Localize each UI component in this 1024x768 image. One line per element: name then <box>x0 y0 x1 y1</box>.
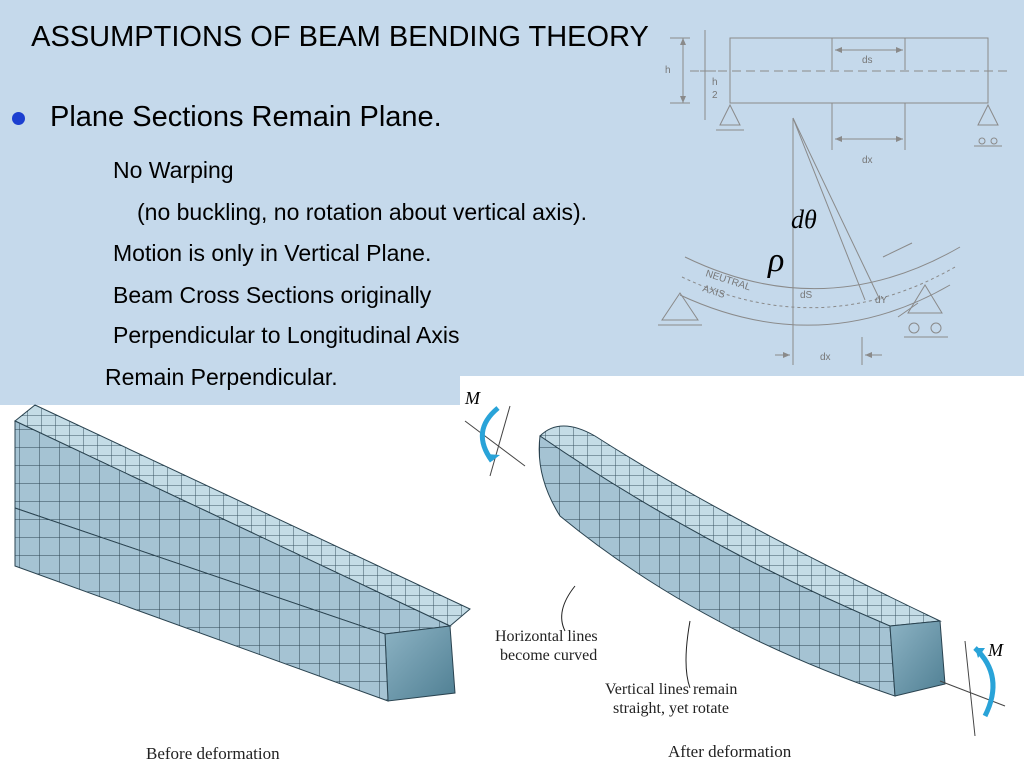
undeformed-beam-3d <box>14 404 471 702</box>
line-no-buckling: (no buckling, no rotation about vertical… <box>137 199 588 225</box>
axis-label: AXIS <box>701 283 726 301</box>
deformed-beam-3d <box>538 425 946 697</box>
dx-top-label: dx <box>862 155 873 166</box>
callout-vertical-line-1: Vertical lines remain <box>605 681 737 698</box>
bullet-dot-icon <box>12 112 25 125</box>
h-half-bottom-label: 2 <box>712 90 718 101</box>
bent-beam-top-edge <box>684 246 961 290</box>
caption-after: After deformation <box>668 742 792 761</box>
line-no-warping: No Warping <box>113 157 234 183</box>
dx-bottom-label: dx <box>820 352 831 363</box>
callout-horizontal-line-1: Horizontal lines <box>495 628 598 645</box>
beam-deformation-figure: M M Horizontal lines become curved Verti… <box>14 376 1024 768</box>
line-perpendicular-axis: Perpendicular to Longitudinal Axis <box>113 322 460 348</box>
slide-header-background <box>0 0 1024 405</box>
h-half-top-label: h <box>712 77 718 88</box>
callout-vertical-line-2: straight, yet rotate <box>613 700 729 717</box>
moment-label-right: M <box>987 640 1004 660</box>
dy-label: dY <box>875 295 888 306</box>
callout-horizontal-line-2: become curved <box>500 647 597 664</box>
line-vertical-plane: Motion is only in Vertical Plane. <box>113 240 432 266</box>
dtheta-symbol: dθ <box>791 205 817 234</box>
rho-symbol: ρ <box>767 242 784 279</box>
ds-bottom-label: dS <box>800 290 813 301</box>
main-bullet-text: Plane Sections Remain Plane. <box>50 101 442 133</box>
caption-before: Before deformation <box>146 744 280 763</box>
slide-title: ASSUMPTIONS OF BEAM BENDING THEORY <box>31 21 649 53</box>
line-remain-perpendicular: Remain Perpendicular. <box>105 364 338 390</box>
h-label: h <box>665 65 671 76</box>
bent-beam-bottom-edge <box>679 284 951 326</box>
moment-label-left: M <box>464 388 481 408</box>
ds-top-label: ds <box>862 55 873 66</box>
main-bullet: Plane Sections Remain Plane. <box>12 101 442 134</box>
line-cross-sections: Beam Cross Sections originally <box>113 282 432 308</box>
beam-element-diagram: h h 2 ds dx dθ ρ NEUTRAL AXIS dS dY dx <box>658 30 1012 365</box>
